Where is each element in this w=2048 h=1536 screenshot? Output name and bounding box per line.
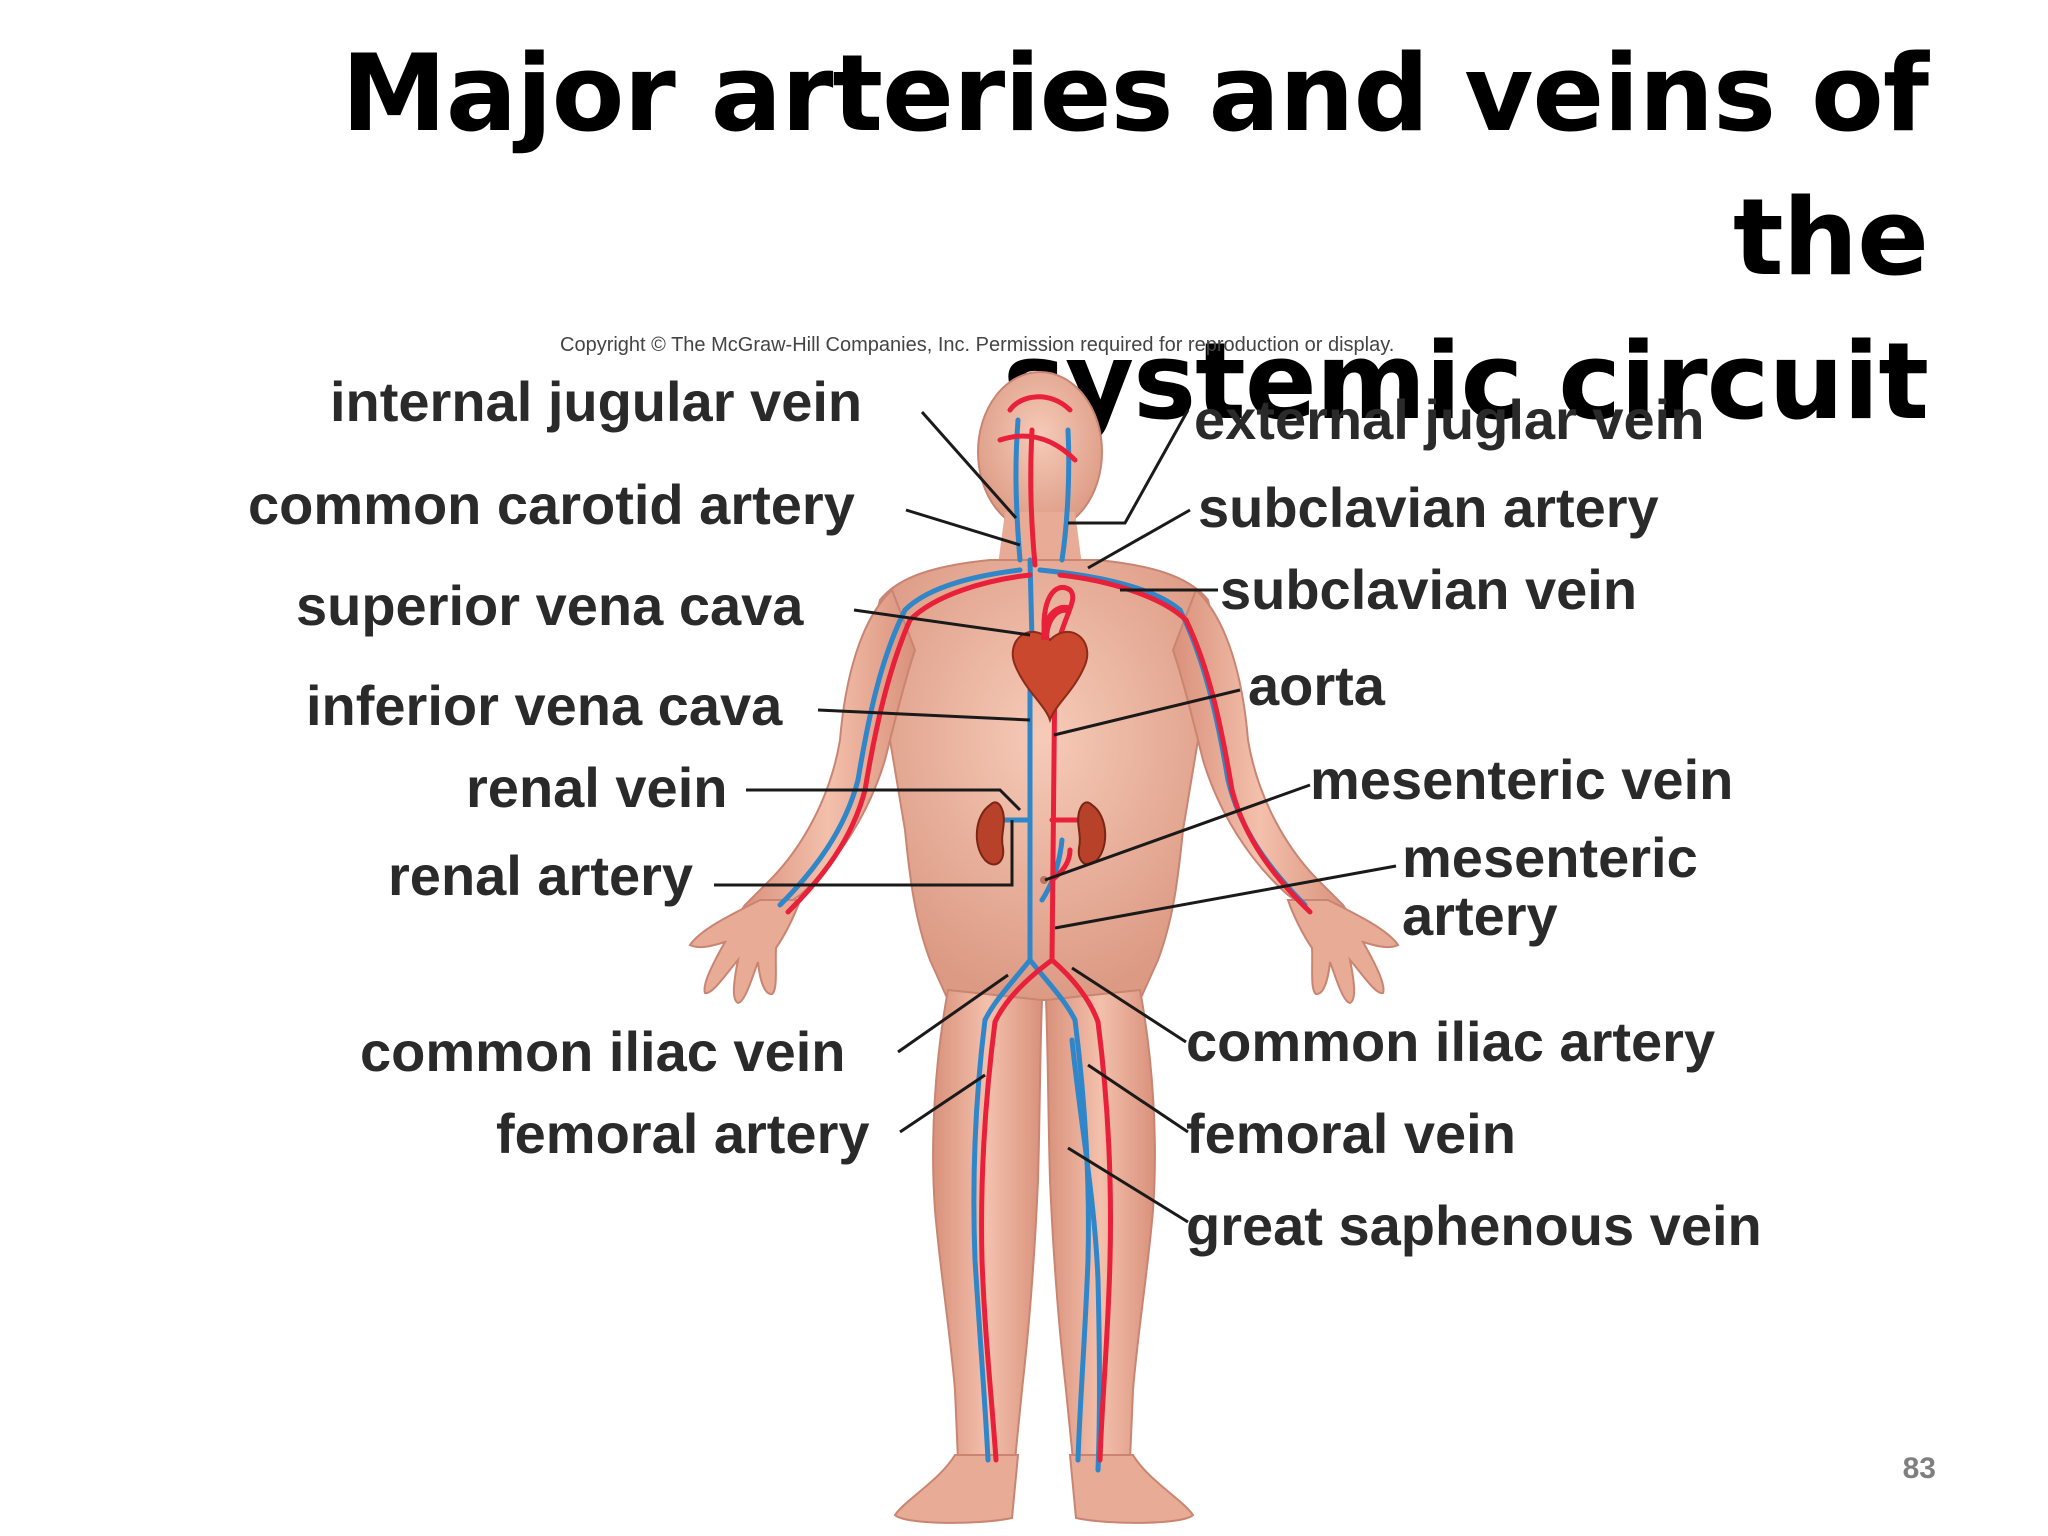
right-hand [1286,899,1400,1005]
leader-mesenteric-artery [1054,864,1397,930]
leader-renal-artery [714,820,1014,887]
label-great-saphenous-vein: great saphenous vein [1186,1194,1762,1257]
leader-internal-jugular-vein [920,411,1018,519]
label-renal-artery: renal artery [388,844,694,907]
vein-great-saphenous [1069,1037,1102,1473]
leader-common-iliac-vein [897,973,1009,1054]
vein-mesenteric [1039,837,1065,903]
vein-internal-jugular [1013,417,1023,563]
right-foot [1068,1454,1195,1524]
leader-subclavian-artery [1087,508,1191,570]
artery-femoral-right [1095,1019,1113,1463]
label-inferior-vena-cava: inferior vena cava [306,674,783,737]
artery-common-iliac-left [992,957,1055,1025]
artery-head-branch [997,394,1078,463]
label-mesenteric-artery-line1: mesenteric [1402,826,1698,889]
leader-common-iliac-artery [1071,966,1187,1044]
left-arm [739,588,917,928]
body-silhouette [688,371,1400,1524]
leader-femoral-artery [899,1073,986,1134]
vein-common-iliac-left [982,957,1033,1023]
left-leg [932,988,1044,1461]
page-number: 83 [1902,1452,1936,1485]
kidney-left [975,801,1005,866]
vein-femoral-right [1072,1017,1091,1463]
slide-title-line-1: Major arteries and veins of the [341,32,1929,299]
vein-superior-vena-cava [1027,557,1035,643]
leader-femoral-vein [1087,1063,1189,1134]
leader-aorta [1053,688,1241,737]
leader-inferior-vena-cava [817,708,1031,722]
kidney-right [1077,801,1107,866]
label-mesenteric-vein: mesenteric vein [1310,748,1734,811]
label-mesenteric-artery-line2: artery [1402,884,1558,947]
leader-lines [714,409,1397,1224]
label-common-iliac-vein: common iliac vein [360,1020,846,1083]
copyright-notice: Copyright © The McGraw-Hill Companies, I… [560,334,1395,356]
slide-title-line-2: systemic circuit [1002,320,1929,443]
label-renal-vein: renal vein [466,756,728,819]
artery-subclavian-left [907,572,1033,623]
label-superior-vena-cava: superior vena cava [296,574,804,637]
vein-external-jugular [1059,427,1072,563]
left-hand [688,899,802,1005]
left-foot [893,1454,1020,1524]
vein-subclavian-right [1037,567,1183,613]
kidneys [975,801,1107,866]
vein-subclavian-left [902,567,1023,613]
artery-femoral-left [979,1019,999,1463]
label-aorta: aorta [1248,654,1385,717]
label-femoral-artery: femoral artery [496,1102,870,1165]
label-subclavian-artery: subclavian artery [1198,476,1659,539]
vein-arm-left [777,607,908,908]
artery-common-carotid [1028,427,1038,568]
vein-common-iliac-right [1027,957,1078,1023]
label-common-carotid-artery: common carotid artery [248,473,855,536]
leader-renal-vein [746,788,1022,812]
vein-femoral-left [971,1017,991,1463]
label-femoral-vein: femoral vein [1186,1102,1516,1165]
heart [1011,604,1089,724]
label-internal-jugular-vein: internal jugular vein [330,370,863,433]
navel [1040,876,1048,884]
leader-mesenteric-vein [1044,783,1311,882]
leader-common-carotid-artery [905,508,1021,547]
label-subclavian-vein: subclavian vein [1220,558,1638,621]
leader-external-juglar-vein [1068,409,1190,525]
artery-arm-right [1183,617,1313,915]
veins [777,417,1308,1473]
artery-common-iliac-right [1049,957,1101,1025]
label-common-iliac-artery: common iliac artery [1186,1010,1716,1073]
leader-superior-vena-cava [853,608,1031,637]
label-external-juglar-vein: external juglar vein [1194,388,1705,451]
slide-title: Major arteries and veins of the systemic… [228,22,1929,454]
neck [998,512,1082,565]
leader-great-saphenous-vein [1067,1146,1189,1224]
